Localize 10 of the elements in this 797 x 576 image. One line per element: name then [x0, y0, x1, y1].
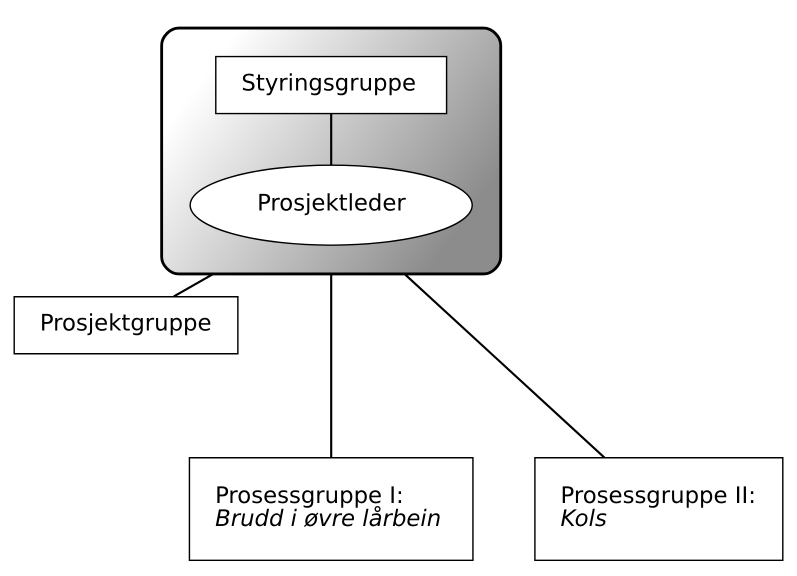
connector — [330, 113, 332, 164]
connector — [173, 272, 214, 297]
node-box: Prosjektgruppe — [13, 296, 239, 354]
node-box: Styringsgruppe — [215, 55, 448, 114]
cluster — [160, 26, 502, 275]
connector — [404, 272, 606, 458]
node-ellipse: Prosjektleder — [189, 164, 473, 246]
node-box: Prosessgruppe I: Brudd i øvre lårbein — [188, 456, 474, 561]
connector — [330, 273, 332, 458]
node-box: Prosessgruppe II: Kols — [534, 456, 784, 561]
